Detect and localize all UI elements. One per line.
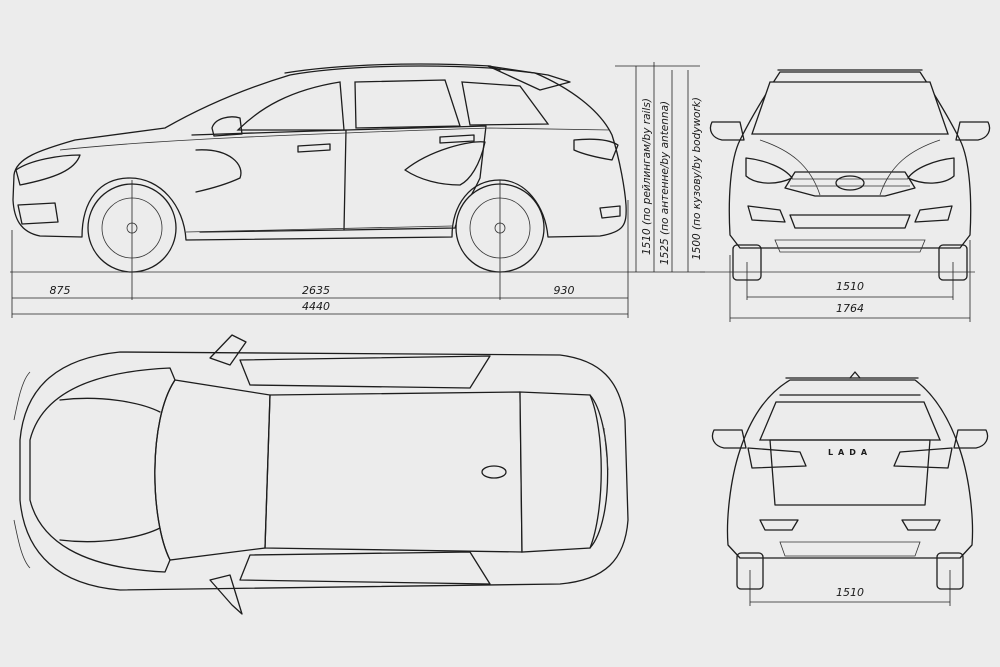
top-shark-antenna [481, 465, 507, 479]
dim-rear-overhang: 930 [554, 284, 575, 297]
front-body-outline [728, 71, 972, 249]
front-left-headlight [745, 157, 793, 184]
side-quarter-window [461, 81, 550, 126]
top-right-mirror [209, 574, 243, 615]
side-view: 875 2635 930 4440 1510 (по рейлингам/by … [10, 62, 705, 318]
dim-front-track: 1510 [836, 280, 864, 293]
rear-left-reflector [759, 519, 799, 531]
rear-left-taillight [747, 447, 807, 469]
rear-left-mirror [711, 429, 747, 449]
front-right-mirror [955, 121, 991, 141]
top-rear-window [519, 391, 602, 553]
top-body-outline [19, 351, 629, 591]
top-right-rail [239, 551, 491, 585]
dim-height-bodywork: 1500 (по кузову/by bodywork) [691, 97, 703, 260]
side-fog-lamp [17, 202, 59, 225]
side-rear-window [354, 79, 461, 129]
front-dimensions: 1510 1764 [700, 240, 975, 322]
side-rear-reflector [599, 205, 621, 219]
side-length-dimensions: 875 2635 930 4440 [11, 200, 629, 318]
side-roof-rail [284, 63, 501, 74]
rear-dimensions: 1510 [749, 570, 951, 606]
side-crease-front [195, 149, 242, 193]
rear-right-taillight [893, 447, 953, 469]
rear-badge: LADA [828, 448, 872, 457]
front-lower-grille [789, 214, 911, 229]
rear-view: LADA 1510 [711, 371, 989, 606]
side-rear-spoiler [487, 65, 571, 91]
side-front-door-handle [297, 143, 331, 153]
dim-height-rails: 1510 (по рейлингам/by rails) [641, 98, 653, 255]
side-height-dimensions: 1510 (по рейлингам/by rails) 1525 (по ан… [615, 62, 705, 273]
top-hood-crease [59, 397, 161, 543]
rear-antenna [849, 371, 861, 379]
dim-overall-width: 1764 [836, 302, 864, 315]
top-tailgate [589, 394, 609, 549]
top-left-rail [239, 355, 491, 389]
front-right-headlight [907, 157, 955, 184]
side-taillight [573, 138, 619, 161]
dim-wheelbase: 2635 [302, 284, 330, 297]
side-body-outline [12, 65, 627, 241]
front-left-mirror [709, 121, 745, 141]
top-windshield [154, 379, 271, 561]
side-front-door [191, 129, 347, 233]
rear-right-mirror [953, 429, 989, 449]
front-left-fog [747, 205, 786, 223]
side-crease-rear [404, 141, 486, 186]
top-left-mirror [209, 334, 247, 366]
rear-right-reflector [901, 519, 941, 531]
rear-underbody [779, 541, 921, 557]
rear-body-outline [726, 379, 974, 559]
top-hood [29, 367, 176, 573]
dim-rear-track: 1510 [836, 586, 864, 599]
rear-window [759, 401, 941, 441]
front-windshield [751, 81, 949, 135]
side-belt-line [59, 127, 611, 151]
dim-overall-length: 4440 [302, 300, 330, 313]
front-right-fog [914, 205, 953, 223]
top-roof [264, 391, 523, 553]
top-view [13, 334, 629, 615]
rear-tailgate [769, 439, 931, 506]
dim-height-antenna: 1525 (по антенне/by antenna) [659, 101, 671, 265]
front-grille [784, 171, 916, 197]
dim-front-overhang: 875 [50, 284, 71, 297]
front-logo [835, 175, 865, 191]
side-front-window [236, 81, 345, 131]
side-headlight [15, 154, 81, 186]
side-rear-door-handle [439, 134, 475, 144]
front-view: 1510 1764 [700, 69, 991, 322]
side-sill [185, 225, 453, 233]
side-mirror [211, 116, 243, 137]
